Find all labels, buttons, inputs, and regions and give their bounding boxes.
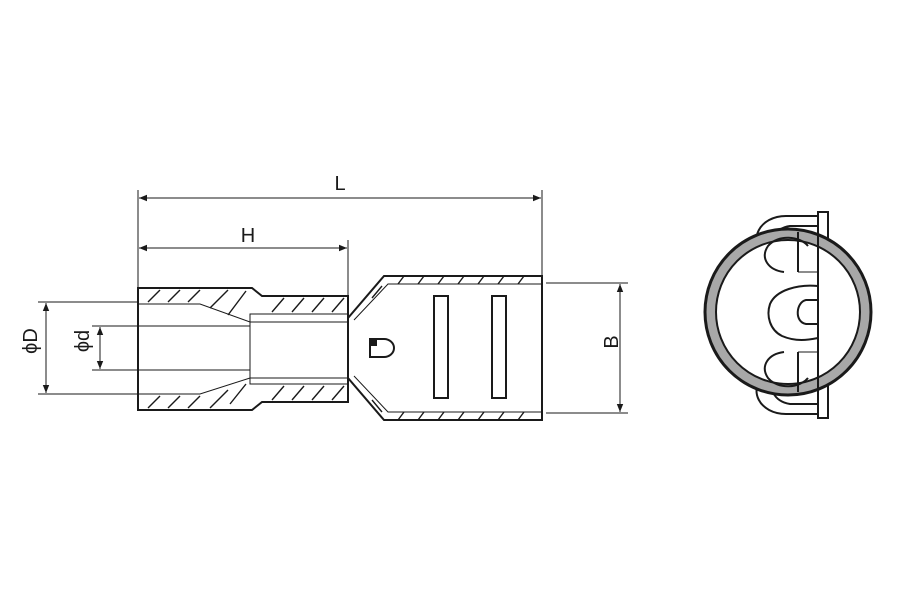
dimension-height-label: H [241, 225, 255, 247]
sleeve-inner-taper [138, 303, 348, 395]
dimension-outer-diameter: ϕD [20, 301, 138, 395]
blade-outline [347, 275, 543, 421]
center-barrel-opening [796, 299, 818, 325]
blade-slot-right [491, 295, 507, 399]
dimension-outer-diameter-label: ϕD [20, 328, 42, 354]
insulation-sleeve [137, 287, 349, 411]
insulation-ring-inner [715, 239, 861, 385]
blade-hatching [371, 275, 525, 421]
crimp-barrel [249, 313, 349, 385]
detent-mark [369, 338, 395, 358]
dimension-inner-diameter-label: ϕd [72, 330, 94, 352]
blade-slot-left [433, 295, 449, 399]
dimension-length-label: L [334, 173, 345, 195]
end-view [703, 211, 873, 419]
blade-body [347, 275, 543, 421]
sleeve-hatching [147, 289, 345, 409]
center-barrel [767, 284, 819, 341]
dimension-inner-diameter: ϕd [72, 325, 138, 371]
dimension-width: B [546, 282, 628, 414]
dimension-length: L [137, 173, 543, 288]
dimension-height: H [139, 225, 349, 296]
side-view: L H B ϕD ϕd [20, 173, 628, 421]
detent-notch [370, 339, 377, 346]
blade-inner-outline [353, 283, 542, 413]
dimension-width-label: B [601, 335, 623, 348]
sleeve-body [137, 287, 349, 411]
